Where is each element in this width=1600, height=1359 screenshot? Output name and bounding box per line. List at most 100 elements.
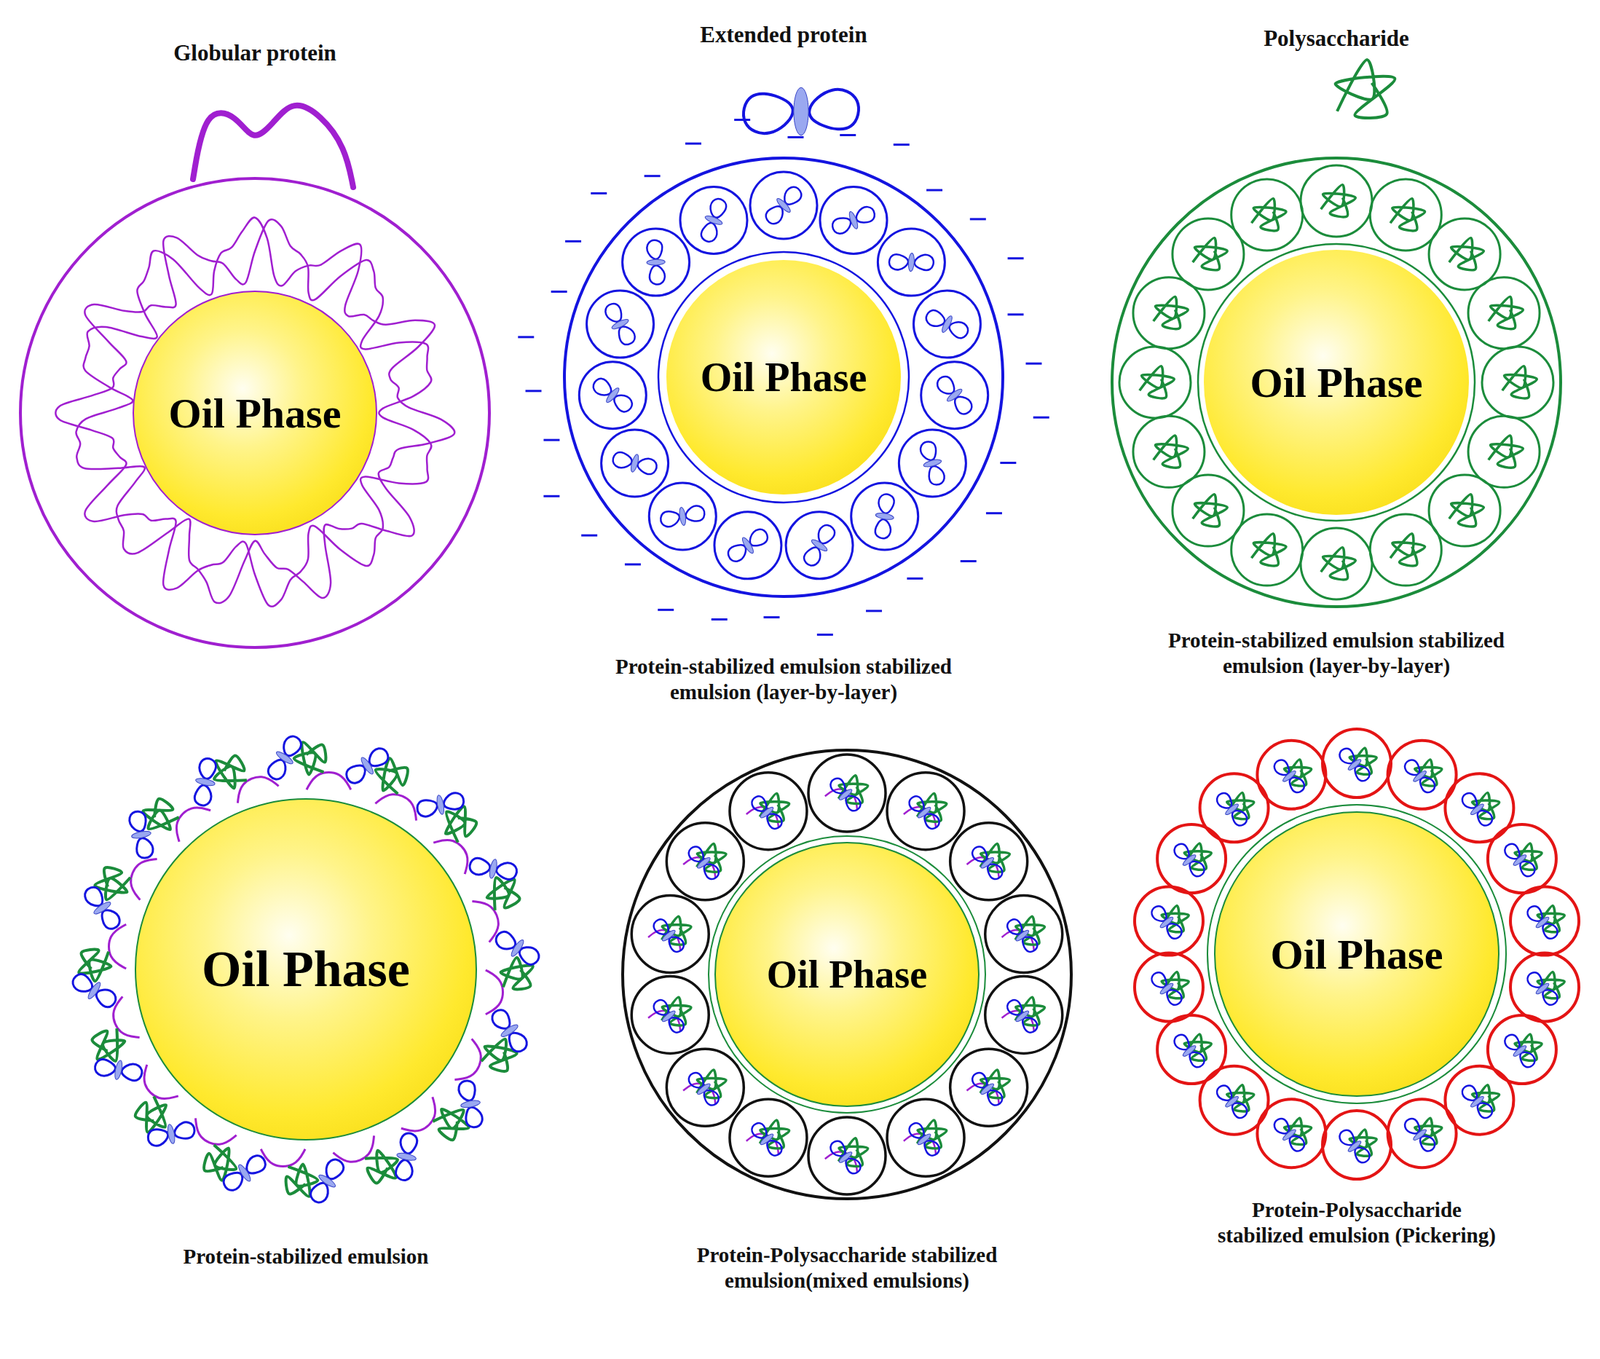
- pickering-particle: [1322, 1110, 1391, 1180]
- protein-lobe: [908, 795, 924, 811]
- emulsion-caption: Protein-stabilized emulsion stabilized e…: [608, 653, 959, 705]
- protein-lobe: [987, 864, 1003, 880]
- protein-cell: [913, 290, 981, 358]
- protein-lobe: [637, 458, 657, 475]
- negative-charge: [1033, 416, 1050, 419]
- protein-core: [696, 855, 712, 870]
- polysaccharide-chain: [1335, 59, 1396, 118]
- protein-lobe: [85, 887, 103, 906]
- protein-core: [435, 794, 445, 815]
- negative-charge: [711, 618, 728, 621]
- protein-core: [908, 252, 915, 272]
- complex-cell: [808, 1117, 886, 1195]
- protein-lobe: [174, 1122, 195, 1139]
- protein-lobe: [660, 511, 680, 527]
- protein-lobe: [396, 1160, 413, 1181]
- polysaccharide-chain: [1390, 198, 1426, 231]
- protein-lobe: [326, 1159, 344, 1180]
- negative-charge: [986, 511, 1003, 515]
- polysaccharide-chain: [487, 877, 520, 911]
- protein-lobe: [94, 1059, 116, 1077]
- pickering-particle: [1388, 1098, 1457, 1168]
- protein-cell: [921, 361, 989, 429]
- negative-charge: [999, 461, 1016, 464]
- protein-lobe: [646, 240, 662, 260]
- protein-lobe: [804, 546, 821, 566]
- protein-lobe: [875, 519, 891, 539]
- protein-lobe: [1289, 777, 1305, 793]
- polysaccharide-chain: [91, 1028, 125, 1062]
- globular-protein-strand: [260, 1149, 306, 1167]
- protein-lobe: [1166, 989, 1182, 1005]
- pickering-particle: [1510, 952, 1579, 1022]
- emulsion-droplet: Extended proteinProtein-stabilized emuls…: [524, 18, 1049, 732]
- oil-droplet: Oil Phase: [1203, 249, 1469, 515]
- protein-core: [487, 858, 499, 880]
- protein-core: [646, 259, 665, 266]
- protein-cell: [851, 482, 919, 550]
- protein-lobe: [129, 811, 146, 831]
- polysaccharide-chain: [500, 957, 533, 990]
- protein-lobe: [268, 759, 286, 780]
- protein-lobe: [845, 795, 861, 811]
- protein-lobe: [593, 378, 612, 396]
- polysaccharide-chain: [286, 1163, 319, 1196]
- protein-core: [195, 777, 216, 788]
- protein-lobe: [469, 857, 491, 875]
- polysaccharide-chain: [661, 916, 692, 945]
- polysaccharide-cell: [1369, 514, 1442, 586]
- component-heading: Globular protein: [36, 40, 474, 67]
- emulsion-droplet: Globular proteinOil Phase: [14, 21, 510, 663]
- emulsion-caption: Protein-stabilized emulsion: [116, 1243, 496, 1270]
- protein-lobe: [920, 441, 936, 460]
- complex-cell: [666, 822, 744, 901]
- polysaccharide-chain: [203, 1144, 236, 1181]
- protein-core: [1412, 1128, 1428, 1142]
- outer-layer: [20, 178, 490, 648]
- protein-core: [922, 458, 942, 469]
- protein-core: [661, 928, 677, 943]
- polysaccharide-chain: [759, 793, 789, 822]
- protein-lobe: [1189, 1052, 1205, 1067]
- polysaccharide-chain: [375, 758, 408, 794]
- protein-lobe: [223, 1172, 243, 1190]
- protein-cell: [622, 228, 690, 296]
- polysaccharide-chain: [294, 742, 327, 775]
- protein-lobe: [1542, 923, 1558, 939]
- negative-charge: [543, 439, 560, 442]
- protein-lobe: [619, 326, 636, 345]
- complex-cell: [631, 975, 709, 1054]
- protein-core: [979, 1082, 995, 1097]
- protein-lobe: [310, 1182, 329, 1203]
- protein-cell: [601, 429, 669, 497]
- protein-cell: [586, 290, 654, 358]
- protein-core: [131, 830, 152, 840]
- protein-lobe: [1354, 766, 1370, 781]
- pickering-particle: [1134, 887, 1204, 956]
- protein-cell: [750, 171, 818, 239]
- inner-layer: [1207, 804, 1507, 1104]
- pickering-particle: [1444, 773, 1514, 842]
- globular-protein-strand: [306, 772, 352, 791]
- protein-lobe: [830, 778, 845, 794]
- protein-lobe: [369, 748, 389, 767]
- protein-lobe: [1274, 1118, 1290, 1134]
- polysaccharide-chain: [1139, 366, 1175, 399]
- protein-lobe: [832, 217, 851, 234]
- protein-lobe: [743, 93, 794, 134]
- protein-lobe: [1504, 844, 1520, 859]
- negative-charge: [644, 174, 661, 177]
- polysaccharide-chain: [432, 1109, 469, 1140]
- protein-core: [1158, 915, 1174, 930]
- protein-lobe: [1404, 1118, 1420, 1134]
- emulsion-caption: Protein-Polysaccharide stabilized emulsi…: [1211, 1197, 1503, 1249]
- inner-layer: [708, 836, 986, 1113]
- globular-protein-strand: [109, 924, 127, 969]
- pickering-particle: [1134, 952, 1204, 1022]
- panel-illustration: [622, 750, 1072, 1199]
- protein-lobe: [496, 862, 518, 880]
- protein-lobe: [1007, 999, 1022, 1015]
- polysaccharide-chain: [1488, 435, 1524, 468]
- protein-core: [847, 210, 860, 230]
- emulsion-droplet: PolysaccharideProtein-stabilized emulsio…: [1063, 18, 1588, 718]
